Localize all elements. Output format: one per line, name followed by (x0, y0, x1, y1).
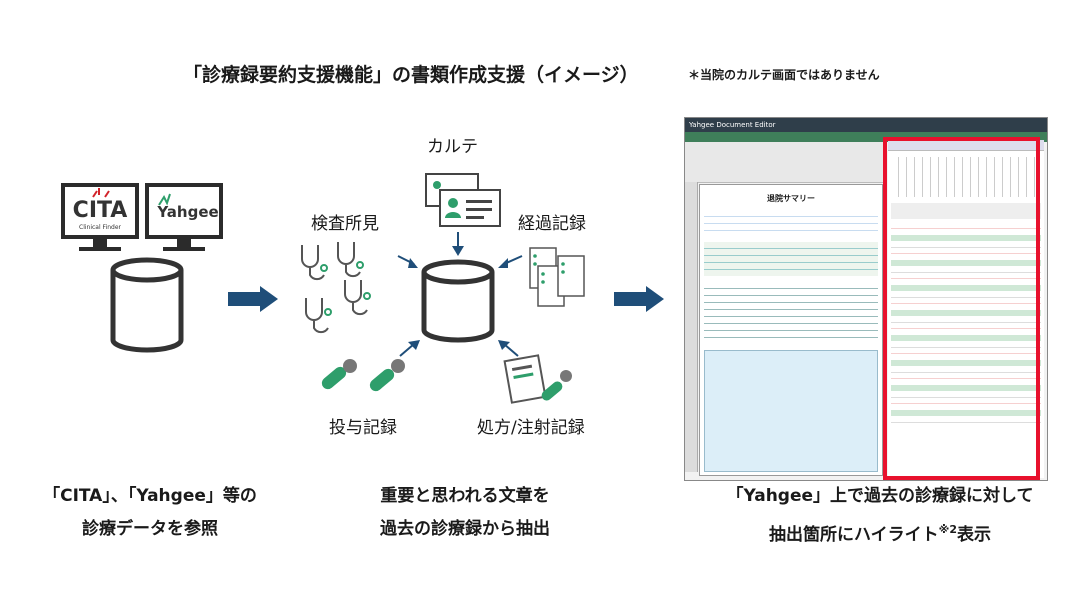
highlight-panel (888, 140, 1044, 478)
flow-arrow-2 (614, 286, 664, 312)
medication-pill-icons (321, 359, 405, 392)
window-titlebar: Yahgee Document Editor (685, 118, 1047, 132)
disclaimer-note: ＊当院のカルテ画面ではありません (688, 68, 880, 82)
stethoscope-icons (301, 242, 371, 334)
caption-left-line2: 診療データを参照 (82, 519, 218, 539)
prescription-icon (503, 354, 572, 404)
data-source-illustration: CITA Clinical Finder Yahgee (61, 183, 223, 353)
caption-left-line1: 「CITA」、「Yahgee」等の (43, 486, 257, 506)
label-kensa: 検査所見 (311, 214, 379, 234)
caption-right-line1: 「Yahgee」上で過去の診療録に対して (726, 486, 1034, 506)
page-title: 「診療録要約支援機能」の書類作成支援（イメージ） (183, 64, 639, 86)
caption-right-post: 表示 (957, 525, 992, 545)
converging-arrows (397, 232, 523, 357)
cita-sub-text: Clinical Finder (79, 224, 122, 231)
yahgee-editor-screenshot: Yahgee Document Editor 退院サマリー (684, 117, 1048, 481)
caption-mid-line1: 重要と思われる文章を (380, 486, 550, 506)
caption-right: 「Yahgee」上で過去の診療録に対して 抽出箇所にハイライト※2表示 (690, 480, 1070, 552)
yahgee-monitor-icon: Yahgee (145, 183, 223, 251)
flow-arrow-1 (228, 286, 278, 312)
footnote-ref: ※2 (938, 523, 958, 536)
progress-record-icon (529, 247, 585, 307)
cita-monitor-icon: CITA Clinical Finder (61, 183, 139, 251)
caption-mid-line2: 過去の診療録から抽出 (380, 519, 550, 539)
caption-middle: 重要と思われる文章を 過去の診療録から抽出 (345, 480, 585, 546)
yahgee-logo-text: Yahgee (156, 203, 218, 221)
karte-card-icon (425, 173, 501, 227)
caption-right-pre: 抽出箇所にハイライト (768, 525, 939, 545)
database-icon (110, 257, 184, 353)
summary-document: 退院サマリー (699, 184, 883, 476)
central-database-icon (421, 259, 495, 343)
cita-logo-text: CITA (73, 198, 128, 223)
document-heading: 退院サマリー (767, 194, 815, 203)
caption-right-line2: 抽出箇所にハイライト※2表示 (690, 513, 1070, 552)
source-diagram (301, 173, 585, 404)
label-keika: 経過記録 (518, 214, 586, 234)
label-karte: カルテ (427, 137, 478, 157)
label-toyo: 投与記録 (329, 418, 397, 438)
caption-left: 「CITA」、「Yahgee」等の 診療データを参照 (20, 480, 280, 546)
highlight-frame (883, 137, 1040, 480)
label-shoho: 処方/注射記録 (477, 418, 585, 438)
